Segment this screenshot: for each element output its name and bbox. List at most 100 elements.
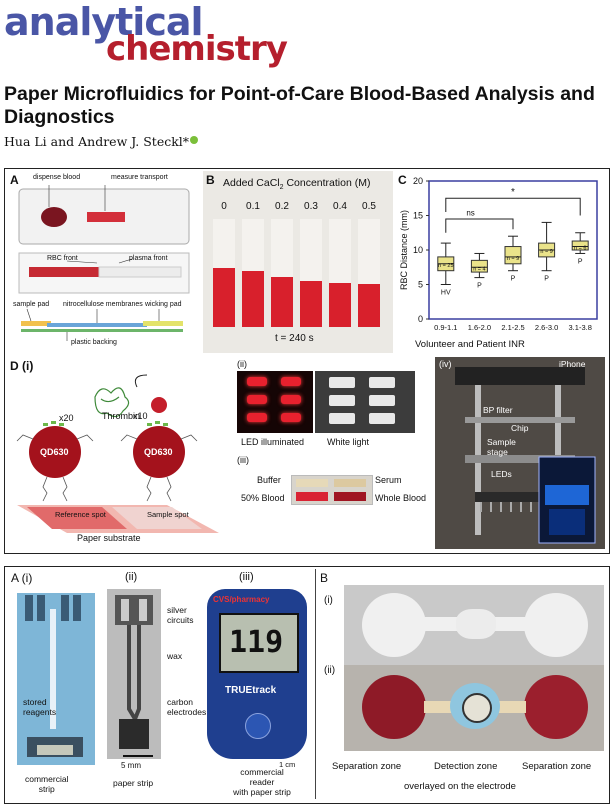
label-white: White light [327,437,370,447]
plasma-band [98,266,182,278]
panel-b-heading: Added CaCl2 Concentration (M) [223,177,371,192]
box-2 [504,246,522,265]
strip-fill-0 [213,268,235,327]
conc-label-3: 0.3 [304,201,318,212]
x-tick-label: 3.1-3.8 [569,323,592,332]
callout-plasma: plasma front [129,255,168,262]
journal-logo-line2: chemistry [106,29,288,69]
label-2b: B [320,571,329,585]
strip-2 [271,219,293,327]
led-spot [247,413,267,422]
orcid-icon[interactable] [190,136,199,144]
y-tick-label: 10 [413,245,423,255]
label-wax: wax [167,651,183,661]
label-thrombin: Thrombin [102,411,141,421]
callout-wicking: wicking pad [145,301,182,308]
sample-spot [112,507,202,529]
n-label: n = 4 [473,266,485,272]
reference-spot [27,507,127,529]
label-2b-i: (i) [324,595,333,606]
strip-fill-5 [358,284,380,327]
x-tick-label: 2.1-2.5 [501,323,524,332]
meter-brand: CVS/pharmacy [213,595,270,604]
group-label: P [511,276,516,283]
conc-label-0: 0 [221,201,227,212]
smartphone-setup-photo [435,357,605,549]
y-tick-label: 0 [418,314,423,324]
article-title: Paper Microfluidics for Point-of-Care Bl… [4,83,595,128]
panel-c-label: C [398,173,407,187]
strip-fill-2 [271,276,293,327]
label-whole: Whole Blood [375,493,427,503]
white-light-image [315,371,415,433]
label-substrate: Paper substrate [77,533,141,543]
led-spot [247,395,267,404]
white-well [329,413,355,424]
label-2a-ii: (ii) [125,571,138,583]
glucose-meter: CVS/pharmacy 119 TRUEtrack [207,589,307,759]
sig-label-ns: ns [466,209,474,218]
strip-5 [358,219,380,327]
meter-button[interactable] [245,713,271,739]
label-2a-iii: (iii) [239,571,254,583]
white-well [369,377,395,388]
label-leds: LEDs [491,469,512,479]
x-tick-label: 1.6-2.0 [468,323,491,332]
strip-fill-3 [300,280,322,327]
group-label: HV [441,290,451,297]
callout-measure: measure transport [111,174,168,181]
callout-backing: plastic backing [71,339,117,346]
strip-0 [213,219,235,327]
callout-nitro: nitrocellulose membranes [63,301,143,308]
strip-1 [242,219,264,327]
iphone-device [455,367,585,385]
label-iv: (iv) [439,359,452,369]
matrix-samples-image [291,475,373,505]
label-detect-zone: Detection zone [434,761,498,772]
label-paper-strip: paper strip [113,778,154,788]
panel-d-ii-iii: (ii) LED illuminated White light (iii) B… [231,357,431,547]
label-qd1: QD630 [40,447,69,457]
x-tick-label: 2.6-3.0 [535,323,558,332]
strip-fill-4 [329,283,351,327]
label-2b-ii: (ii) [324,665,336,676]
y-axis-label: RBC Distance (mm) [399,210,409,290]
qd-sensor-diagram [16,374,219,533]
label-iii: (iii) [237,455,249,465]
article-authors: Hua Li and Andrew J. Steckl* [4,134,199,149]
thrombin-protein [94,387,130,418]
box-4 [571,240,589,251]
panel-2a-iii: (iii) CVS/pharmacy 119 TRUEtrack 1 cm co… [203,569,311,799]
paper-device-image [344,585,604,665]
rbc-band [29,267,99,277]
panel-d-label: D (i) [10,359,34,373]
label-bp-filter: BP filter [483,405,513,415]
wicking-layer [143,321,183,326]
n-label: n = 6 [574,246,586,252]
panel-2b: B (i) (ii) Separation zone Detection zon… [315,569,608,799]
lateral-flow-diagram [18,185,190,341]
nitro-layer [47,323,147,327]
label-blood50: 50% Blood [241,493,285,503]
callout-dispense: dispense blood [33,174,81,181]
label-ii: (ii) [237,359,247,369]
meter-screen: 119 [219,613,299,673]
label-x20: x20 [59,413,74,423]
white-well [329,377,355,388]
panel-b-time: t = 240 s [275,333,314,344]
group-label: P [578,258,583,265]
label-sep-zone-1: Separation zone [332,761,402,772]
author-names: Hua Li and Andrew J. Steckl* [4,134,190,149]
conc-label-1: 0.1 [246,201,260,212]
backing-layer [21,329,183,332]
